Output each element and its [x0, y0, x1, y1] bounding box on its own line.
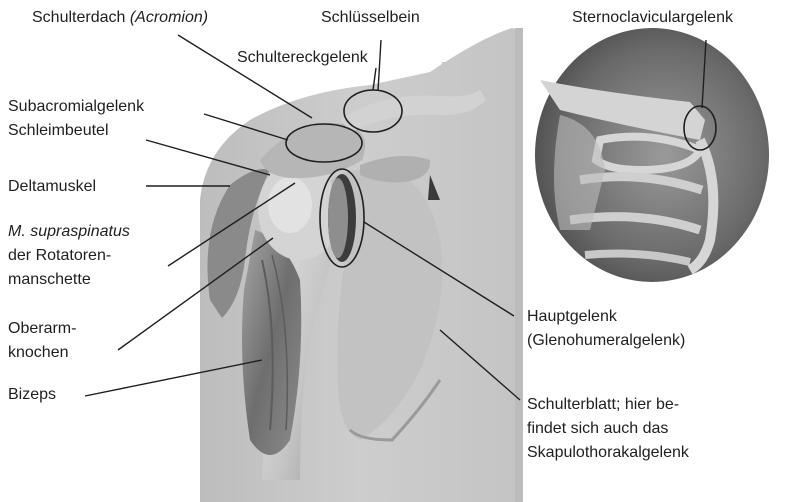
label-deltamuskel: Deltamuskel	[8, 176, 96, 198]
label-hauptgelenk-line1: Hauptgelenk	[527, 306, 617, 328]
label-schulterdach-text: Schulterdach	[32, 9, 125, 26]
label-schleimbeutel: Schleimbeutel	[8, 120, 109, 142]
label-schulterdach: Schulterdach (Acromion)	[32, 7, 208, 29]
label-rotator-line2: manschette	[8, 269, 91, 291]
label-oberarm-line1: Oberarm-	[8, 318, 76, 340]
torso-right-panel	[515, 28, 523, 502]
label-supraspinatus: M. supraspinatus	[8, 221, 130, 243]
label-schulterblatt-line2: findet sich auch das	[527, 418, 668, 440]
label-hauptgelenk-line2: (Glenohumeralgelenk)	[527, 330, 685, 352]
label-sternoclaviculargelenk: Sternoclaviculargelenk	[572, 7, 733, 29]
label-rotator-line1: der Rotatoren-	[8, 245, 111, 267]
label-schulterblatt-line3: Skapulothorakalgelenk	[527, 442, 689, 464]
label-schluesselbein: Schlüsselbein	[321, 7, 420, 29]
label-bizeps: Bizeps	[8, 384, 56, 406]
label-acromion-text: (Acromion)	[130, 9, 208, 26]
label-oberarm-line2: knochen	[8, 342, 69, 364]
label-schultereckgelenk: Schultereckgelenk	[237, 47, 368, 69]
label-schulterblatt-line1: Schulterblatt; hier be-	[527, 394, 679, 416]
label-subacromialgelenk: Subacromialgelenk	[8, 96, 144, 118]
